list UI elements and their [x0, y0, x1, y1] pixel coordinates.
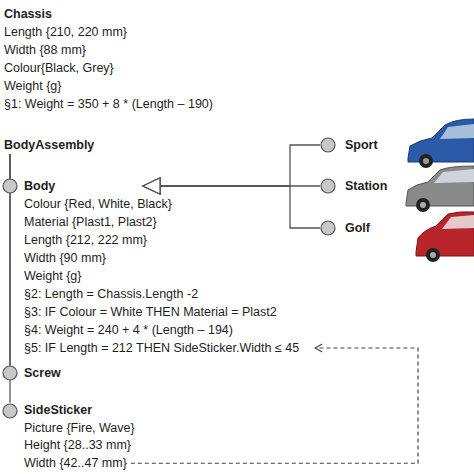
car-wheel	[416, 198, 430, 212]
arrow-head	[315, 344, 322, 352]
circle-shape	[3, 179, 17, 193]
feature-name: Sport	[345, 136, 378, 154]
feature-node: BodyColour {Red, White, Black}Material {…	[2, 177, 382, 357]
circle-shape	[3, 366, 17, 380]
car-wheel	[426, 248, 440, 262]
attribute-line: Weight {g}	[24, 267, 81, 285]
attribute-line: §3: IF Colour = White THEN Material = Pl…	[24, 303, 277, 321]
car-body	[408, 119, 474, 162]
car-hub	[423, 158, 429, 164]
variant-node: Golf	[320, 219, 405, 237]
car-hub	[420, 202, 426, 208]
car-wheel	[419, 154, 433, 168]
attribute-line: §2: Length = Chassis.Length -2	[24, 285, 198, 303]
feature-circle	[2, 178, 18, 194]
attribute-line: Height {28..33 mm}	[24, 437, 131, 455]
attribute-line: Picture {Fire, Wave}	[24, 420, 135, 438]
feature-circle	[320, 220, 336, 236]
car-window	[442, 215, 474, 229]
feature-name: Golf	[345, 219, 370, 237]
feature-name: Station	[345, 177, 387, 195]
circle-shape	[321, 221, 335, 235]
attribute-line: Length {210, 220 mm}	[4, 23, 127, 41]
feature-circle	[2, 403, 18, 419]
circle-shape	[3, 404, 17, 418]
feature-circle	[320, 178, 336, 194]
attribute-line: Width {90 mm}	[24, 249, 106, 267]
car-hub	[430, 252, 436, 258]
inheritance-line	[160, 186, 320, 228]
feature-circle	[2, 365, 18, 381]
attribute-line: §4: Weight = 240 + 4 * (Length – 194)	[24, 321, 233, 339]
feature-name: Body	[24, 177, 55, 195]
inheritance-line	[160, 145, 320, 186]
circle-shape	[321, 179, 335, 193]
circle-shape	[321, 138, 335, 152]
inheritance-head	[143, 178, 160, 194]
attribute-line: §5: IF Length = 212 THEN SideSticker.Wid…	[24, 339, 299, 357]
attribute-line: Width {42..47 mm}	[24, 455, 127, 473]
constraint-line	[131, 348, 418, 463]
feature-name: SideSticker	[24, 402, 92, 420]
attribute-line: Width {88 mm}	[4, 41, 86, 59]
feature-name: Chassis	[4, 5, 52, 23]
car-body	[416, 212, 474, 256]
variant-node: Station	[320, 177, 405, 195]
inheritance-head	[143, 178, 160, 194]
feature-name: BodyAssembly	[4, 136, 94, 154]
feature-node: Screw	[2, 364, 152, 382]
feature-node: SideStickerPicture {Fire, Wave}Height {2…	[2, 402, 262, 472]
car-body	[406, 166, 474, 206]
car-window	[434, 169, 474, 183]
feature-circle	[320, 137, 336, 153]
station-car	[406, 166, 474, 212]
feature-block: BodyAssembly	[4, 136, 154, 154]
car-window	[440, 124, 474, 139]
attribute-line: Colour {Red, White, Black}	[24, 195, 172, 213]
attribute-line: Colour{Black, Grey}	[4, 59, 114, 77]
inheritance-head	[143, 178, 160, 194]
variant-node: Sport	[320, 136, 405, 154]
attribute-line: Material {Plast1, Plast2}	[24, 213, 157, 231]
golf-car	[416, 212, 474, 262]
connector	[131, 344, 418, 463]
sport-car	[408, 119, 474, 168]
attribute-line: Weight {g}	[4, 77, 61, 95]
attribute-line: Length {212, 222 mm}	[24, 231, 147, 249]
feature-name: Screw	[24, 364, 61, 382]
attribute-line: §1: Weight = 350 + 8 * (Length – 190)	[4, 95, 213, 113]
feature-block: ChassisLength {210, 220 mm}Width {88 mm}…	[4, 5, 274, 113]
